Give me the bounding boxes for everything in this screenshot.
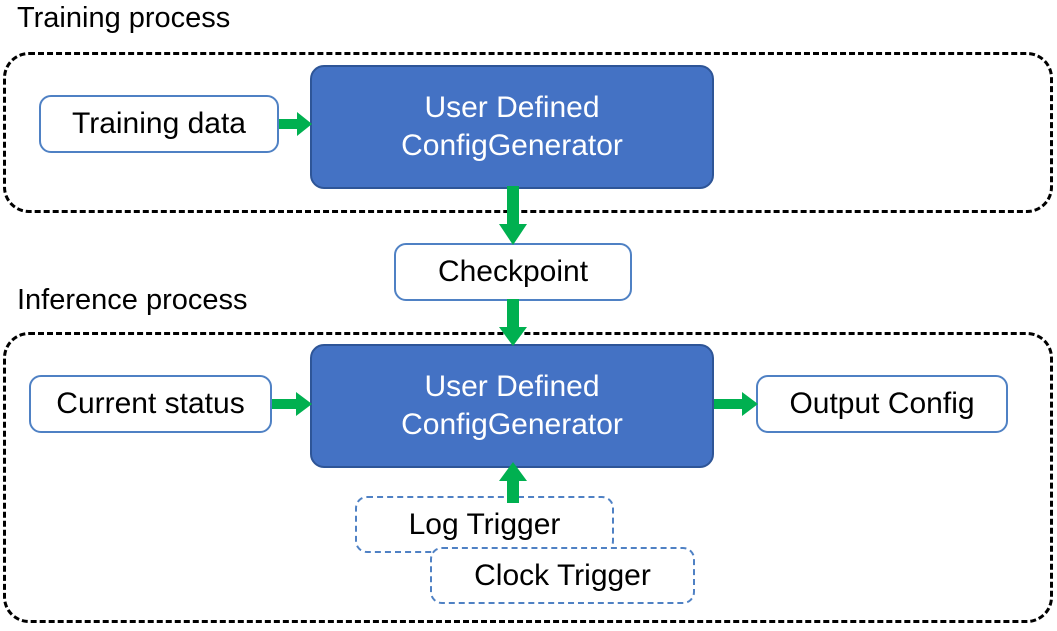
node-checkpoint-label: Checkpoint [437,255,589,289]
node-checkpoint[interactable]: Checkpoint [394,243,632,301]
node-clock-trigger[interactable]: Clock Trigger [430,547,695,604]
arrow-generator-to-output [714,392,758,416]
node-clock-trigger-label: Clock Trigger [474,558,651,592]
training-process-group [3,52,1053,213]
node-generator-training-line2: ConfigGenerator [401,129,623,162]
node-current-status[interactable]: Current status [29,375,272,433]
arrow-checkpoint-to-generator [499,299,527,346]
inference-process-title: Inference process [17,284,248,316]
node-training-data-label: Training data [72,107,246,141]
training-process-title: Training process [17,2,231,34]
arrow-current-status-to-generator [272,392,312,416]
inference-process-group [3,332,1053,623]
arrow-training-data-to-generator [279,112,312,136]
node-user-defined-configgenerator-training[interactable]: User Defined ConfigGenerator [310,65,714,189]
node-log-trigger-label: Log Trigger [408,507,561,541]
arrow-generator-to-checkpoint [499,186,527,245]
node-user-defined-configgenerator-inference[interactable]: User Defined ConfigGenerator [310,344,714,468]
node-log-trigger[interactable]: Log Trigger [355,496,614,553]
node-current-status-label: Current status [56,387,245,421]
arrow-trigger-to-generator [499,462,527,503]
node-training-data[interactable]: Training data [39,95,279,153]
node-generator-inference-line2: ConfigGenerator [401,408,623,441]
node-output-config-label: Output Config [789,387,975,421]
node-output-config[interactable]: Output Config [756,375,1008,433]
node-generator-inference-line1: User Defined [424,369,600,403]
node-generator-training-line1: User Defined [424,90,600,124]
